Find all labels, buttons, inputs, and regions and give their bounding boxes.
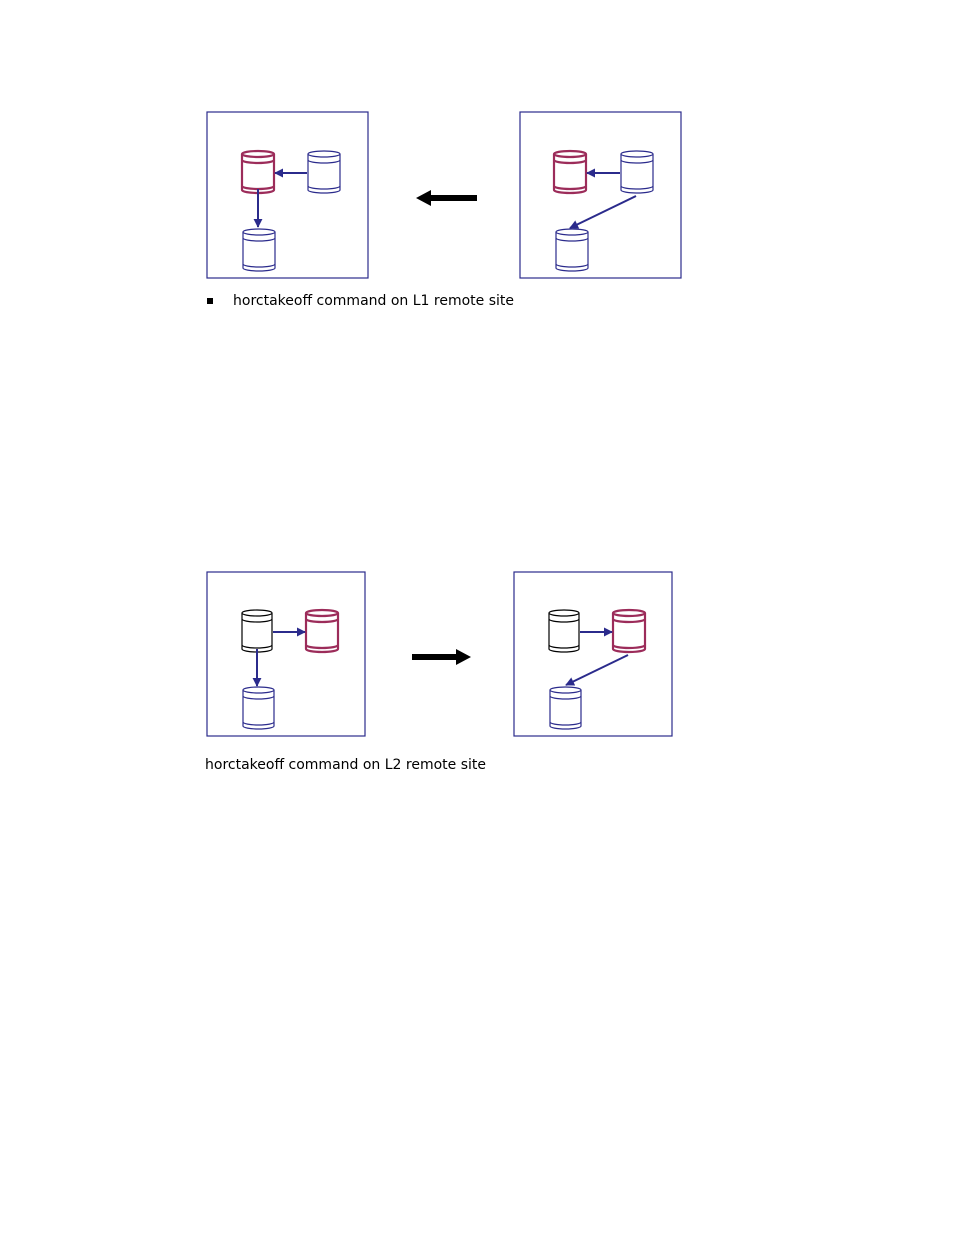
- fig1-right-primary-volume: [552, 149, 588, 195]
- fig2-left-source-volume-body: [241, 613, 273, 653]
- fig2-transition-arrow: [412, 649, 471, 665]
- fig2-left-source-volume: [241, 609, 273, 653]
- fig1-right-source-volume: [620, 150, 654, 194]
- fig1-right-source-volume-ring: [620, 159, 654, 164]
- fig1-left-remote-volume-ring: [242, 237, 276, 242]
- fig2-right-primary-volume-base-ring: [611, 644, 647, 650]
- fig2-left-primary-volume-top: [304, 608, 340, 618]
- fig1-left-source-volume: [307, 150, 341, 194]
- fig1-transition-arrow: [416, 190, 477, 206]
- fig2-right-source-volume-ring: [548, 618, 580, 623]
- fig2-left-primary-volume-ring: [304, 618, 340, 624]
- fig1-right-source-volume-base-ring: [620, 185, 654, 190]
- fig1-right-remote-volume-top: [555, 228, 589, 236]
- fig2-right-primary-volume-ring: [611, 618, 647, 624]
- fig2-right-remote-volume-top: [549, 686, 582, 694]
- caption-l2-remote-site: horctakeoff command on L2 remote site: [205, 757, 487, 773]
- fig2-left-primary-volume: [304, 608, 340, 654]
- fig1-right-primary-volume-ring: [552, 159, 588, 165]
- fig1-left-remote-volume: [242, 228, 276, 272]
- fig2-right-primary-volume: [611, 608, 647, 654]
- fig2-left-source-volume-top: [241, 609, 273, 617]
- fig1-right-source-volume-top: [620, 150, 654, 158]
- fig1-transition-arrow-shaft: [430, 195, 477, 201]
- fig1-left-source-volume-body: [307, 154, 341, 194]
- fig1-right-site-frame: [519, 111, 682, 279]
- fig1-left-source-volume-base-ring: [307, 185, 341, 190]
- fig2-right-remote-volume-body: [549, 690, 582, 730]
- fig1-left-remote-volume-base-ring: [242, 263, 276, 268]
- fig2-left-remote-volume-body: [242, 690, 275, 730]
- fig1-right-remote-volume-base-ring: [555, 263, 589, 268]
- fig1-right-primary-volume-base-ring: [552, 185, 588, 191]
- fig1-transition-arrow-head: [416, 190, 431, 206]
- fig2-right-remote-volume: [549, 686, 582, 730]
- fig2-right-remote-link: [565, 654, 629, 686]
- fig2-transition-arrow-shaft: [412, 654, 457, 660]
- fig1-left-primary-volume: [240, 149, 276, 195]
- fig2-left-source-volume-ring: [241, 618, 273, 623]
- fig1-right-primary-volume-top: [552, 149, 588, 159]
- fig2-right-primary-volume-top: [611, 608, 647, 618]
- fig2-right-source-volume-base-ring: [548, 644, 580, 649]
- fig2-right-remote-volume-ring: [549, 695, 582, 700]
- fig1-right-remote-link: [569, 195, 637, 229]
- fig1-right-remote-volume: [555, 228, 589, 272]
- fig1-left-site-frame: [206, 111, 369, 279]
- fig2-left-primary-volume-base-ring: [304, 644, 340, 650]
- fig2-transition-arrow-head: [456, 649, 471, 665]
- caption-bullet-1: [207, 298, 213, 304]
- fig1-left-remote-volume-body: [242, 232, 276, 272]
- fig1-right-remote-volume-body: [555, 232, 589, 272]
- fig2-right-remote-volume-base-ring: [549, 721, 582, 726]
- fig2-right-source-volume-top: [548, 609, 580, 617]
- fig1-left-source-volume-ring: [307, 159, 341, 164]
- fig1-left-primary-volume-ring: [240, 159, 276, 165]
- fig2-left-remote-volume-top: [242, 686, 275, 694]
- fig2-left-remote-volume-base-ring: [242, 721, 275, 726]
- fig2-left-source-volume-base-ring: [241, 644, 273, 649]
- fig1-left-primary-volume-top: [240, 149, 276, 159]
- fig2-left-remote-volume-ring: [242, 695, 275, 700]
- fig2-right-source-volume-body: [548, 613, 580, 653]
- caption-l1-remote-site: horctakeoff command on L1 remote site: [233, 293, 515, 309]
- fig1-right-remote-volume-ring: [555, 237, 589, 242]
- fig2-right-source-volume: [548, 609, 580, 653]
- fig2-left-site-frame: [206, 571, 366, 737]
- fig1-right-source-volume-body: [620, 154, 654, 194]
- fig1-left-remote-volume-top: [242, 228, 276, 236]
- fig2-right-site-frame: [513, 571, 673, 737]
- fig1-left-source-volume-top: [307, 150, 341, 158]
- fig2-left-remote-volume: [242, 686, 275, 730]
